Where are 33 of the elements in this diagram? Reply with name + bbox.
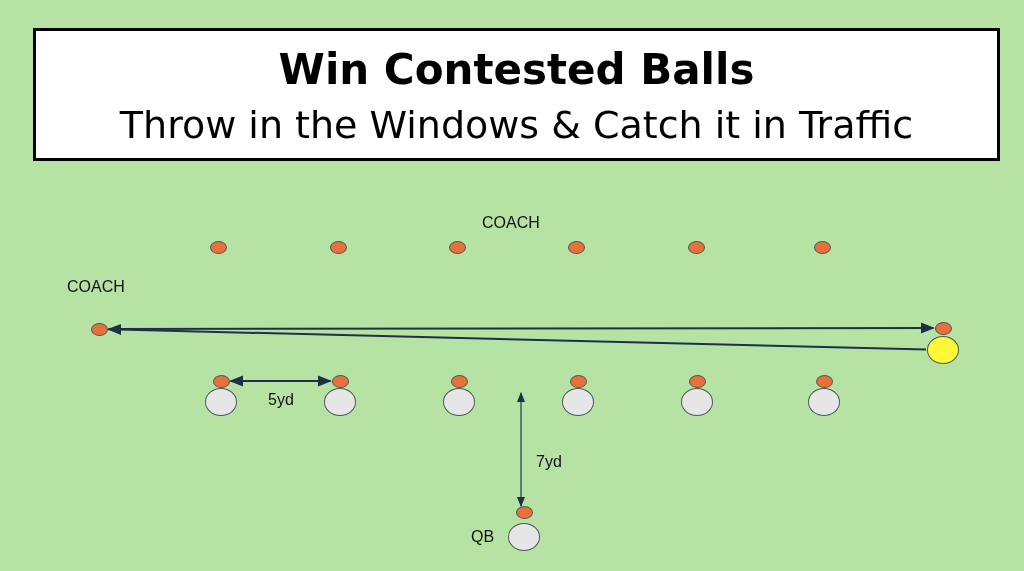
coach-label: COACH bbox=[482, 214, 540, 232]
cone-marker bbox=[688, 374, 706, 388]
player-label: QB bbox=[471, 528, 495, 546]
cone-marker bbox=[209, 240, 227, 254]
dimension-label: 7yd bbox=[536, 453, 562, 471]
player-circle bbox=[205, 388, 237, 416]
player-circle bbox=[324, 388, 356, 416]
title: Win Contested Balls bbox=[278, 45, 755, 94]
cone-marker bbox=[329, 240, 347, 254]
arrow bbox=[107, 323, 927, 351]
player-circle bbox=[562, 388, 594, 416]
player-circle bbox=[808, 388, 840, 416]
arrow bbox=[107, 322, 935, 334]
cone-marker bbox=[448, 240, 466, 254]
player-circle bbox=[508, 523, 540, 551]
cone-marker bbox=[567, 240, 585, 254]
cone-marker bbox=[90, 322, 108, 336]
coach-label: COACH bbox=[67, 278, 125, 296]
ball-circle bbox=[927, 336, 959, 364]
cone-marker bbox=[212, 374, 230, 388]
cone-marker bbox=[450, 374, 468, 388]
arrow bbox=[229, 375, 332, 387]
cone-marker bbox=[815, 374, 833, 388]
player-circle bbox=[681, 388, 713, 416]
cone-marker bbox=[934, 321, 952, 335]
player-circle bbox=[443, 388, 475, 416]
cone-marker bbox=[515, 505, 533, 519]
subtitle: Throw in the Windows & Catch it in Traffic bbox=[119, 103, 914, 147]
cone-marker bbox=[569, 374, 587, 388]
cone-marker bbox=[331, 374, 349, 388]
cone-marker bbox=[687, 240, 705, 254]
cone-marker bbox=[813, 240, 831, 254]
edge-label: 5yd bbox=[268, 391, 294, 409]
